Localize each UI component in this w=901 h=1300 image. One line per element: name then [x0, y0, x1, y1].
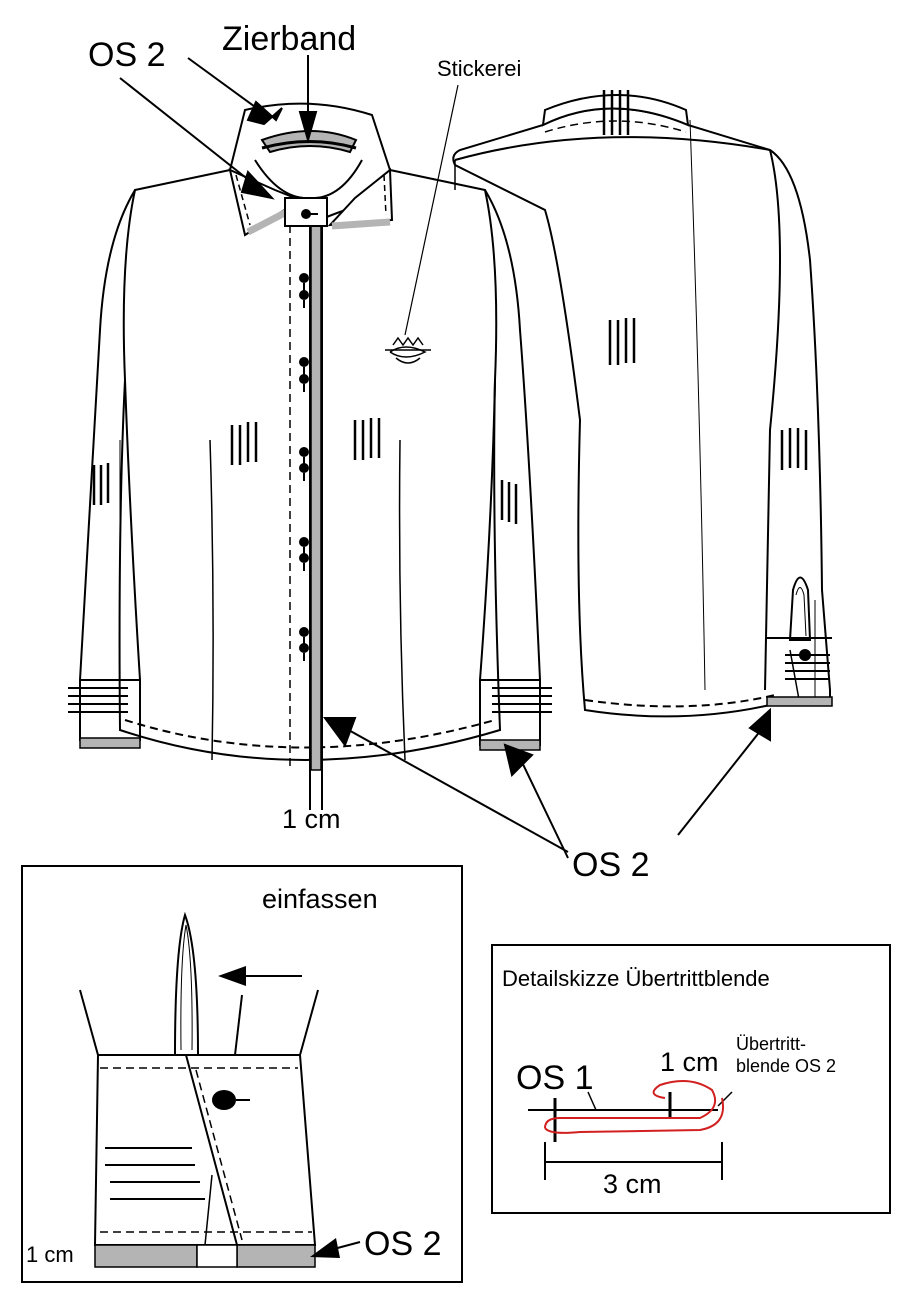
annotation-arrows: [119, 55, 771, 859]
inset-cuff: [21, 865, 463, 1283]
label-zierband: Zierband: [222, 20, 356, 58]
label-uebertritt-line2: blende OS 2: [736, 1056, 836, 1076]
label-os2-top: OS 2: [88, 36, 165, 74]
label-uebertritt-line1: Übertritt-: [736, 1034, 806, 1054]
label-front-width: 1 cm: [282, 804, 341, 834]
front-collar: [228, 102, 394, 237]
back-cuff-band: [766, 696, 833, 707]
label-detail-3cm: 3 cm: [603, 1169, 662, 1199]
label-os1: OS 1: [516, 1059, 593, 1097]
front-body-outline: [118, 169, 502, 761]
front-view: [68, 169, 552, 810]
front-left-cuff-band: [79, 737, 141, 749]
front-right-sleeve: [479, 189, 541, 746]
label-stickerei: Stickerei: [437, 56, 521, 81]
inset-detail: [491, 944, 891, 1214]
inset-cuff-title: einfassen: [262, 884, 378, 914]
front-placket-band: [310, 224, 322, 771]
embroidery-logo: [385, 336, 431, 364]
back-view: [452, 90, 832, 718]
red-binding-path: [544, 1080, 724, 1134]
front-buttons: [298, 272, 310, 662]
inset-cuff-width-label: 1 cm: [26, 1242, 74, 1267]
front-left-sleeve: [79, 189, 141, 741]
label-detail-1cm: 1 cm: [660, 1047, 719, 1077]
label-os2-bottom: OS 2: [572, 846, 649, 884]
inset-detail-title: Detailskizze Übertrittblende: [502, 966, 770, 991]
inset-cuff-os-label: OS 2: [364, 1225, 441, 1263]
